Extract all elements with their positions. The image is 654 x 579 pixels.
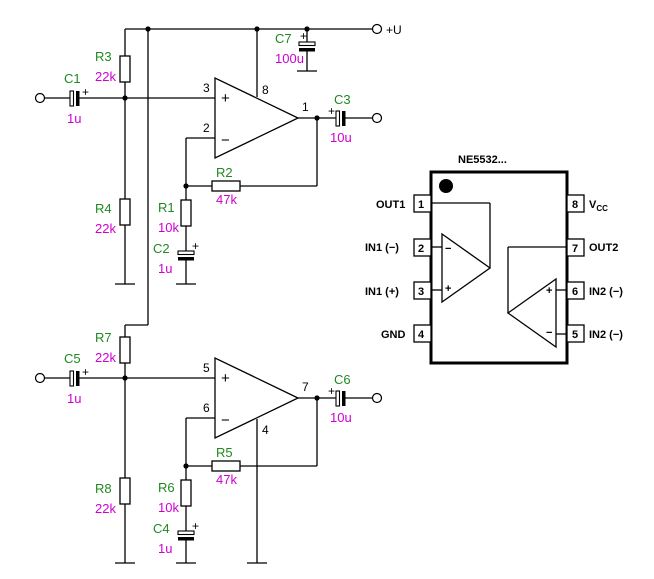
chip-pin-3-num: 3: [418, 286, 424, 298]
svg-text:+: +: [192, 239, 199, 253]
chip-pin-7-label: OUT2: [589, 242, 618, 254]
supply-terminal: [371, 23, 383, 35]
svg-text:+: +: [546, 285, 552, 297]
r6-value: 10k: [158, 500, 179, 515]
c1-value: 1u: [67, 111, 81, 126]
output-1-terminal: [371, 112, 383, 124]
input-1: + C1 1u: [34, 71, 215, 126]
opamp1-pin-2: 2: [203, 121, 210, 135]
r7-name: R7: [95, 330, 112, 345]
svg-text:+: +: [328, 104, 335, 118]
c6-name: C6: [334, 372, 351, 387]
r5-name: R5: [216, 445, 233, 460]
chip-pin-4-label: GND: [381, 329, 406, 341]
c2-name: C2: [153, 241, 170, 256]
chip-pin-1-num: 1: [418, 199, 424, 211]
internal-opamp-b: [506, 277, 557, 349]
opamp2-pin-7: 7: [302, 380, 309, 394]
svg-text:+: +: [192, 519, 199, 533]
chip-pin-2-label: IN1 (−): [365, 242, 399, 254]
divider-r3-r4: R3 22k R4 22k: [95, 29, 135, 285]
svg-text:−: −: [221, 132, 230, 149]
r8-name: R8: [95, 481, 112, 496]
chip-pin-1-label: OUT1: [376, 199, 405, 211]
c5-value: 1u: [67, 391, 81, 406]
supply-label: +U: [386, 23, 402, 37]
chip-pin-5-label: IN2 (−): [589, 329, 623, 341]
svg-text:−: −: [546, 327, 552, 339]
opamp1-pin-1: 1: [302, 100, 309, 114]
c1-name: C1: [64, 71, 81, 86]
r6-name: R6: [158, 480, 175, 495]
chip-title: NE5532...: [458, 154, 507, 166]
svg-text:+: +: [221, 370, 230, 387]
opamp2-pin-6: 6: [203, 401, 210, 415]
c2-value: 1u: [158, 261, 172, 276]
r8-value: 22k: [95, 501, 116, 516]
r7-value: 22k: [95, 350, 116, 365]
internal-opamp-a: [441, 232, 492, 304]
input-2: + C5 1u: [34, 351, 215, 406]
c7-name: C7: [275, 31, 292, 46]
r2-value: 47k: [216, 192, 237, 207]
capacitor-c7: + C7 100u: [275, 29, 317, 72]
feedback-1: R2 47k R1 10k + C2 1u: [153, 118, 318, 285]
r3-name: R3: [95, 49, 112, 64]
svg-text:+: +: [300, 29, 307, 43]
chip-pin-2-num: 2: [418, 243, 424, 255]
chip-pin-6-num: 6: [572, 286, 578, 298]
svg-text:−: −: [445, 243, 451, 255]
opamp2-pin-5: 5: [203, 361, 210, 375]
r4-value: 22k: [95, 221, 116, 236]
opamp-2: + − 5 6 7 4: [203, 356, 309, 564]
r4-name: R4: [95, 201, 112, 216]
c5-name: C5: [64, 351, 81, 366]
feedback-2: R5 47k R6 10k + C4 1u: [153, 398, 318, 564]
output-2-terminal: [371, 392, 383, 404]
c7-value: 100u: [275, 51, 304, 66]
r3-value: 22k: [95, 69, 116, 84]
c3-name: C3: [334, 92, 351, 107]
chip-pin-5-num: 5: [572, 329, 578, 341]
r5-value: 47k: [216, 472, 237, 487]
c4-value: 1u: [158, 541, 172, 556]
input-2-terminal: [34, 372, 46, 384]
c3-value: 10u: [330, 130, 352, 145]
svg-text:+: +: [82, 365, 89, 379]
r1-value: 10k: [158, 220, 179, 235]
divider-r7-r8: R7 22k R8 22k: [95, 330, 135, 564]
c6-value: 10u: [330, 410, 352, 425]
svg-text:−: −: [221, 412, 230, 429]
svg-text:+: +: [221, 90, 230, 107]
pin1-marker: [439, 179, 453, 193]
chip-pin-8-num: 8: [572, 199, 578, 211]
svg-text:+: +: [82, 85, 89, 99]
input-1-terminal: [34, 92, 46, 104]
r2-name: R2: [216, 165, 233, 180]
opamp2-pin-4: 4: [262, 423, 269, 437]
ne5532-pinout: NE5532... 1 2 3 4 8 7 6 5 OUT1 IN1 (−) I…: [365, 154, 623, 365]
svg-text:+: +: [445, 283, 451, 295]
opamp1-pin-8: 8: [262, 83, 269, 97]
output-1: + C3 10u: [298, 92, 383, 145]
chip-pin-4-num: 4: [418, 329, 425, 341]
c4-name: C4: [153, 521, 170, 536]
opamp-1: + − 3 2 1 8: [203, 29, 309, 160]
chip-pin-3-label: IN1 (+): [365, 286, 399, 298]
svg-text:+: +: [328, 384, 335, 398]
chip-pin-6-label: IN2 (−): [589, 286, 623, 298]
chip-pin-8-label: VCC: [589, 199, 608, 213]
chip-pin-7-num: 7: [572, 243, 578, 255]
supply-rail: +U: [124, 23, 402, 337]
output-2: + C6 10u: [298, 372, 383, 425]
r1-name: R1: [158, 200, 175, 215]
opamp1-pin-3: 3: [203, 81, 210, 95]
